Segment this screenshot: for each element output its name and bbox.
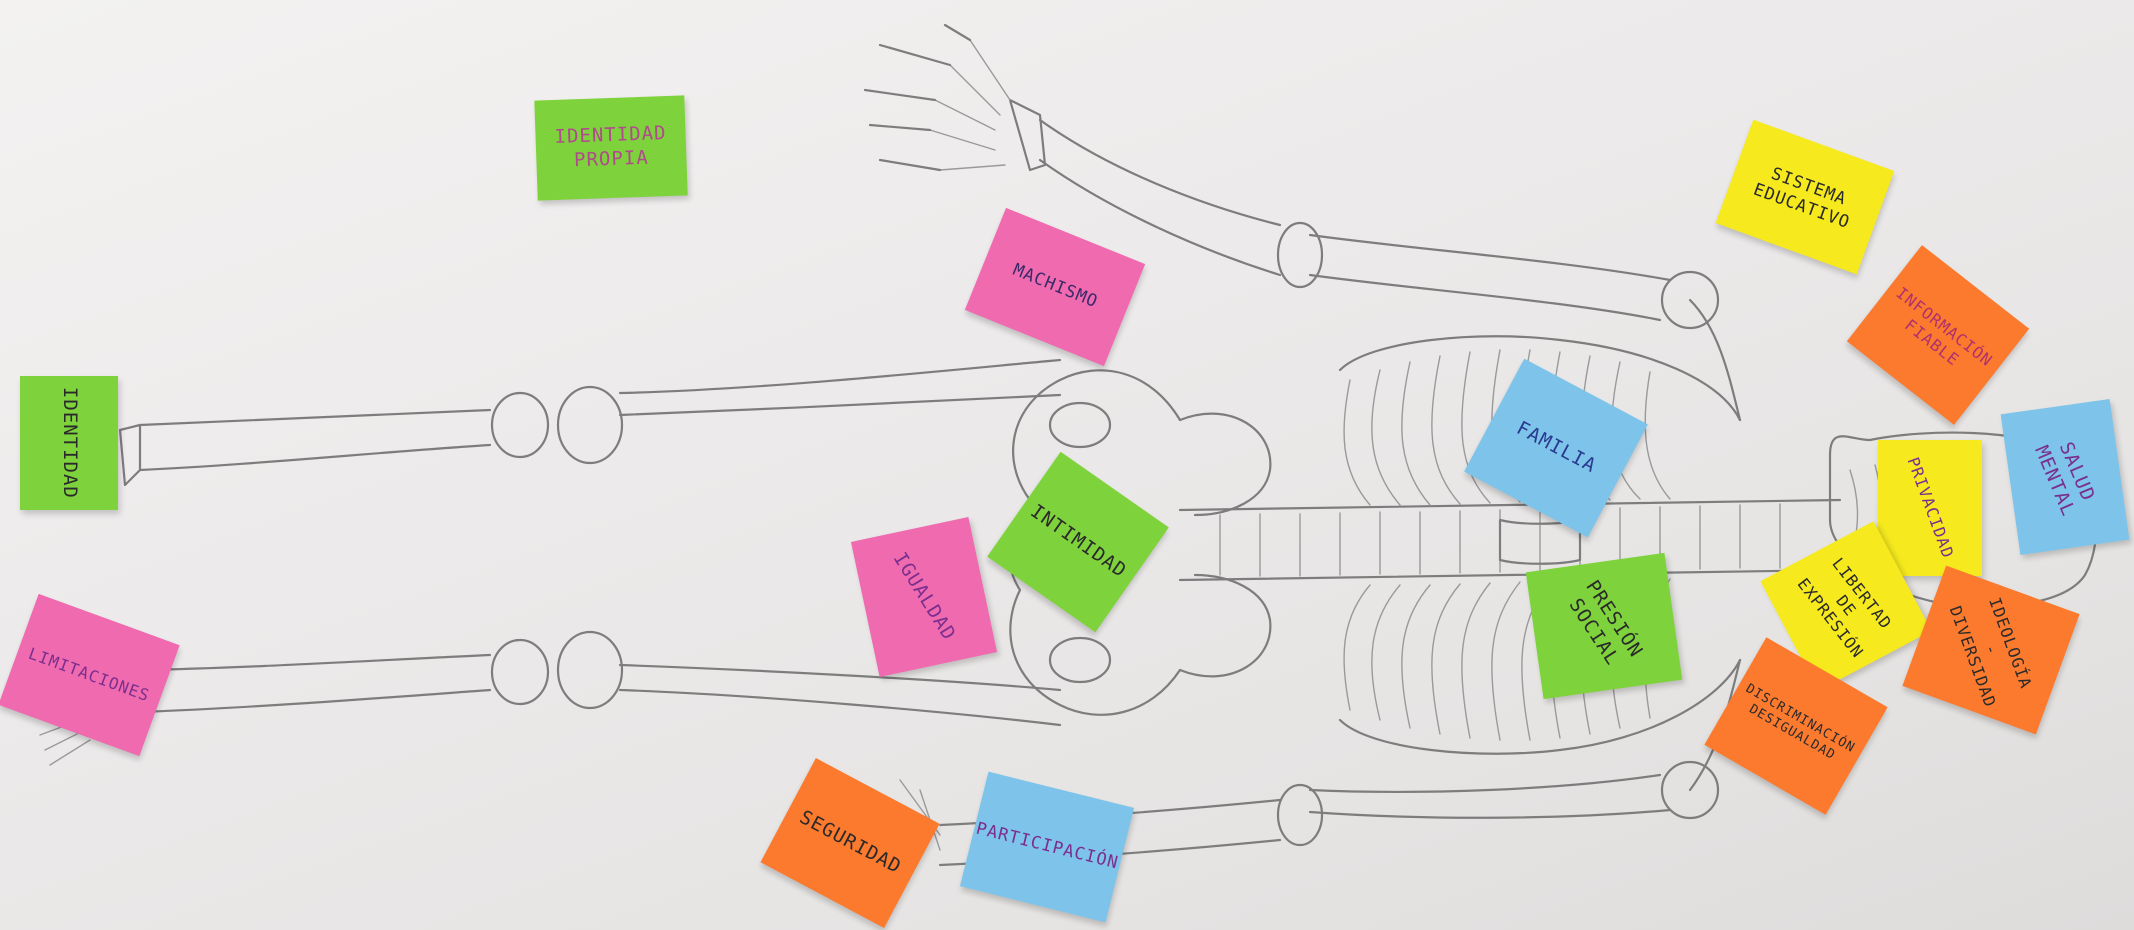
sticky-note-presion-social-text: PRESIÓN SOCIAL (1560, 577, 1647, 676)
sticky-note-identidad-text: IDENTIDAD (57, 387, 81, 499)
sticky-note-presion-social: PRESIÓN SOCIAL (1526, 553, 1682, 699)
sticky-note-igualdad-text: IGUALDAD (888, 549, 961, 646)
spine-drawing (1180, 500, 1840, 580)
sticky-note-salud-mental-text: SALUD MENTAL (2029, 433, 2102, 520)
sticky-note-privacidad-text: PRIVACIDAD (1902, 455, 1957, 562)
sticky-note-salud-mental: SALUD MENTAL (2001, 399, 2130, 555)
sticky-note-ideologia-diversidad-text: IDEOLOGÍA - DIVERSIDAD (1945, 590, 2038, 710)
sticky-note-identidad: IDENTIDAD (20, 376, 118, 510)
sticky-note-libertad-expresion-text: LIBERTAD DE EXPRESIÓN (1793, 550, 1899, 662)
top-leg-drawing (120, 360, 1060, 485)
sticky-note-privacidad: PRIVACIDAD (1878, 440, 1982, 576)
sticky-note-identidad-propia: IDENTIDAD PROPIA (534, 95, 687, 200)
